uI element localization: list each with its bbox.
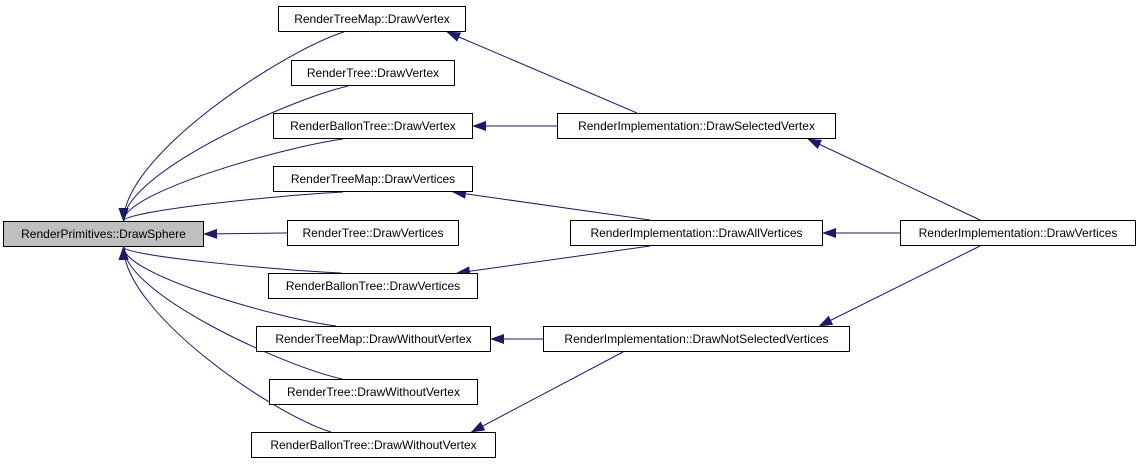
edge-rt_dv-to-root [118, 85, 349, 222]
node-label: RenderImplementation::DrawAllVertices [590, 226, 803, 240]
node-label: RenderImplementation::DrawSelectedVertex [578, 119, 815, 133]
edge-bt_dvs-to-root [118, 246, 342, 274]
edge-tm_dvs-to-root [118, 191, 344, 222]
node-label: RenderBallonTree::DrawVertex [290, 119, 456, 133]
node-label: RenderPrimitives::DrawSphere [21, 227, 186, 241]
node-render-implementation-draw-not-selected-vertices[interactable]: RenderImplementation::DrawNotSelectedVer… [543, 326, 850, 352]
node-render-tree-draw-vertices[interactable]: RenderTree::DrawVertices [287, 220, 459, 246]
edge-rt_dwv-to-root [118, 246, 343, 380]
node-render-ballon-tree-draw-without-vertex[interactable]: RenderBallonTree::DrawWithoutVertex [251, 432, 496, 458]
node-label: RenderTree::DrawVertices [302, 226, 444, 240]
node-render-ballon-tree-draw-vertices[interactable]: RenderBallonTree::DrawVertices [268, 273, 478, 299]
node-label: RenderImplementation::DrawNotSelectedVer… [564, 332, 829, 346]
edge-ri_dav-to-tm_dvs [452, 188, 651, 221]
edge-rt_dvs-to-root [203, 228, 288, 239]
node-render-implementation-draw-selected-vertex[interactable]: RenderImplementation::DrawSelectedVertex [557, 113, 836, 139]
node-render-tree-draw-vertex[interactable]: RenderTree::DrawVertex [291, 60, 455, 86]
node-label: RenderTree::DrawVertex [306, 66, 440, 80]
edge-bt_dv-to-root [118, 138, 344, 222]
edge-ri_dvs-to-ri_dsv [807, 138, 981, 221]
node-render-implementation-draw-all-vertices[interactable]: RenderImplementation::DrawAllVertices [570, 220, 823, 246]
edge-ri_dsv-to-tm_dv [446, 31, 638, 114]
node-label: RenderImplementation::DrawVertices [918, 226, 1118, 240]
node-label: RenderTreeMap::DrawVertices [290, 172, 456, 186]
node-render-ballon-tree-draw-vertex[interactable]: RenderBallonTree::DrawVertex [273, 113, 473, 139]
node-render-tree-map-draw-vertices[interactable]: RenderTreeMap::DrawVertices [273, 166, 473, 192]
edge-ri_dvs-to-ri_dnsv [818, 245, 981, 327]
edge-tm_dwv-to-root [118, 246, 337, 327]
node-label: RenderTreeMap::DrawWithoutVertex [275, 332, 472, 346]
edge-bt_dwv-to-root [118, 246, 332, 433]
node-label: RenderTreeMap::DrawVertex [294, 12, 450, 26]
node-render-tree-map-draw-vertex[interactable]: RenderTreeMap::DrawVertex [278, 6, 466, 32]
node-label: RenderBallonTree::DrawVertices [285, 279, 461, 293]
edge-ri_dnsv-to-bt_dwv [470, 351, 624, 433]
edge-tm_dv-to-root [118, 31, 344, 222]
node-render-implementation-draw-vertices[interactable]: RenderImplementation::DrawVertices [900, 220, 1136, 246]
edge-ri_dav-to-bt_dvs [456, 245, 651, 277]
node-label: RenderTree::DrawWithoutVertex [287, 385, 460, 399]
node-render-tree-map-draw-without-vertex[interactable]: RenderTreeMap::DrawWithoutVertex [256, 326, 491, 352]
node-label: RenderBallonTree::DrawWithoutVertex [270, 438, 477, 452]
node-render-primitives-draw-sphere[interactable]: RenderPrimitives::DrawSphere [3, 221, 204, 247]
node-render-tree-draw-without-vertex[interactable]: RenderTree::DrawWithoutVertex [269, 379, 478, 405]
